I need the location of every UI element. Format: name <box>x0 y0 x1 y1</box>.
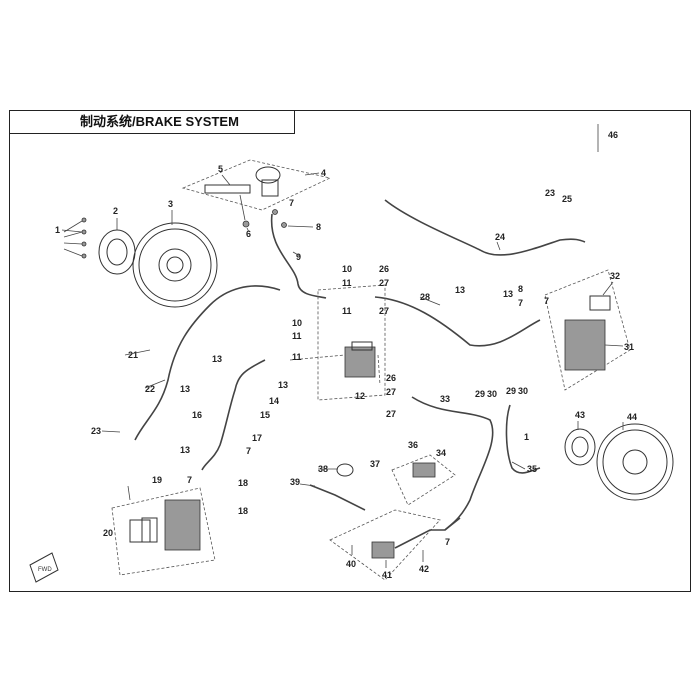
front-brake-hose-16 <box>201 359 266 471</box>
callout-21: 21 <box>128 350 138 360</box>
callout-29b: 29 <box>506 386 516 396</box>
callout-30b: 30 <box>518 386 528 396</box>
front-brake-disc <box>132 222 218 308</box>
callout-3: 3 <box>168 199 173 209</box>
callout-8a: 8 <box>316 222 321 232</box>
callout-13b: 13 <box>180 384 190 394</box>
callout-14: 14 <box>269 396 279 406</box>
callout-44: 44 <box>627 412 637 422</box>
callout-7e: 7 <box>544 296 549 306</box>
callout-18a: 18 <box>238 478 248 488</box>
callout-13d: 13 <box>180 445 190 455</box>
callout-25: 25 <box>562 194 572 204</box>
callout-2: 2 <box>113 206 118 216</box>
callout-7a: 7 <box>289 198 294 208</box>
callout-27d: 27 <box>386 409 396 419</box>
callout-7d: 7 <box>518 298 523 308</box>
callout-36: 36 <box>408 440 418 450</box>
callout-7c: 7 <box>187 475 192 485</box>
callout-10a: 10 <box>342 264 352 274</box>
leader-lines <box>61 124 624 568</box>
callout-4: 4 <box>321 168 326 178</box>
callout-10b: 10 <box>292 318 302 328</box>
callout-37: 37 <box>370 459 380 469</box>
rear-caliper-assembly <box>544 269 631 391</box>
front-master-cylinder <box>181 159 332 228</box>
callout-27a: 27 <box>379 278 389 288</box>
callout-13a: 13 <box>212 354 222 364</box>
callout-13c: 13 <box>278 380 288 390</box>
callout-35: 35 <box>527 464 537 474</box>
callout-7b: 7 <box>246 446 251 456</box>
callout-19: 19 <box>152 475 162 485</box>
callout-18b: 18 <box>238 506 248 516</box>
disc-bolts <box>63 217 87 259</box>
abs-sensor-wire-24 <box>384 199 586 256</box>
callout-40: 40 <box>346 559 356 569</box>
callout-8b: 8 <box>518 284 523 294</box>
callout-11c: 11 <box>292 331 302 341</box>
callout-5: 5 <box>218 164 223 174</box>
abs-modulator <box>317 284 386 401</box>
rear-brake-hose-33 <box>411 396 494 531</box>
drawing-frame <box>9 110 691 592</box>
callout-6: 6 <box>246 229 251 239</box>
rear-master-cylinder <box>336 454 456 506</box>
callout-7f: 7 <box>445 537 450 547</box>
callout-46: 46 <box>608 130 618 140</box>
callout-27b: 27 <box>379 306 389 316</box>
rear-brake-disc <box>596 423 674 501</box>
disc-carrier-plate <box>98 229 136 275</box>
callout-13f: 13 <box>503 289 513 299</box>
callout-15: 15 <box>260 410 270 420</box>
rear-brake-hose-28 <box>374 296 541 347</box>
page-title: 制动系统/BRAKE SYSTEM <box>9 110 295 134</box>
callout-24: 24 <box>495 232 505 242</box>
callout-13e: 13 <box>455 285 465 295</box>
callout-28: 28 <box>420 292 430 302</box>
brake-pedal <box>309 484 366 511</box>
callout-16: 16 <box>192 410 202 420</box>
front-brake-hose-22 <box>134 285 281 441</box>
callout-17: 17 <box>252 433 262 443</box>
rear-pushrod-assembly <box>329 509 461 581</box>
callout-27c: 27 <box>386 387 396 397</box>
callout-39: 39 <box>290 477 300 487</box>
callout-32: 32 <box>610 271 620 281</box>
callout-11a: 11 <box>342 278 352 288</box>
callout-11d: 11 <box>292 352 302 362</box>
callout-34: 34 <box>436 448 446 458</box>
front-brake-hose-9 <box>270 213 327 299</box>
callout-12: 12 <box>355 391 365 401</box>
callout-9: 9 <box>296 252 301 262</box>
callout-42: 42 <box>419 564 429 574</box>
rear-brake-hose-35 <box>505 404 541 474</box>
callout-41: 41 <box>382 570 392 580</box>
callout-29a: 29 <box>475 389 485 399</box>
callout-31: 31 <box>624 342 634 352</box>
callout-11b: 11 <box>342 306 352 316</box>
callout-43: 43 <box>575 410 585 420</box>
callout-1: 1 <box>55 225 60 235</box>
svg-text:FWD: FWD <box>38 567 52 573</box>
fwd-arrow: FWD <box>29 552 59 583</box>
callout-labels: 1 2 3 4 5 6 7 8 9 10 11 11 10 11 11 12 1… <box>55 130 637 580</box>
callout-26a: 26 <box>379 264 389 274</box>
rear-disc-carrier <box>564 428 596 466</box>
front-caliper-assembly <box>111 487 216 576</box>
callout-33: 33 <box>440 394 450 404</box>
callout-22: 22 <box>145 384 155 394</box>
callout-30a: 30 <box>487 389 497 399</box>
callout-23a: 23 <box>91 426 101 436</box>
callout-23b: 23 <box>545 188 555 198</box>
callout-26b: 26 <box>386 373 396 383</box>
callout-20: 20 <box>103 528 113 538</box>
callout-1b: 1 <box>524 432 529 442</box>
